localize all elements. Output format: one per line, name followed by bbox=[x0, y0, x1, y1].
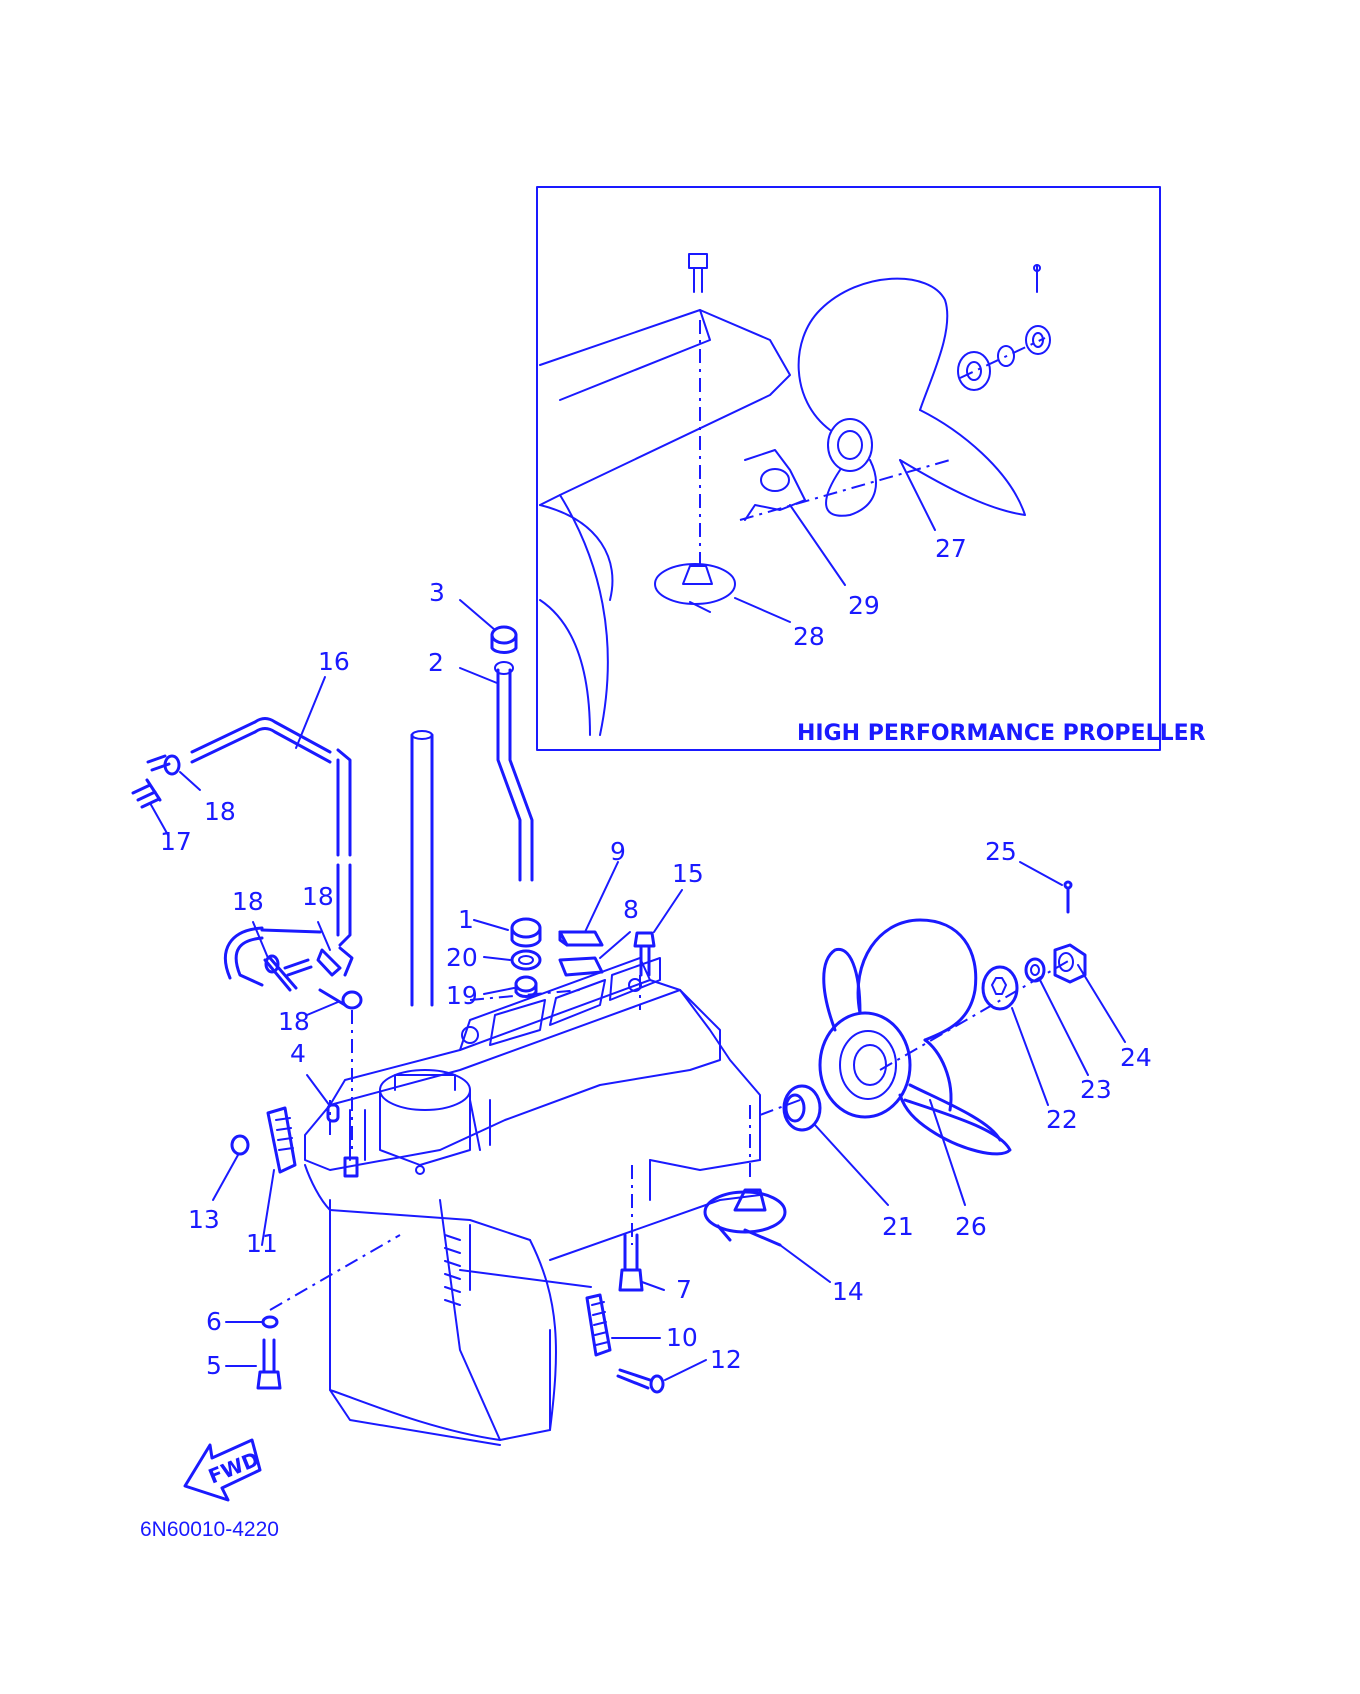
callout-18-upper: 18 bbox=[204, 797, 236, 826]
callout-5: 5 bbox=[206, 1351, 222, 1380]
thrust-washer-21 bbox=[782, 1084, 822, 1132]
callout-4: 4 bbox=[290, 1039, 306, 1068]
seal-9 bbox=[558, 930, 604, 947]
housing-bolt bbox=[343, 1156, 359, 1178]
inset-gearcase-body bbox=[539, 309, 791, 506]
inset-spacer bbox=[957, 351, 991, 391]
inset-propeller-27 bbox=[797, 277, 1026, 517]
diagram-code: 6N60010-4220 bbox=[140, 1518, 279, 1541]
inset-anode-bolt bbox=[688, 253, 708, 293]
screw-12 bbox=[616, 1368, 665, 1394]
leader-lines bbox=[149, 599, 1126, 1381]
callout-25: 25 bbox=[985, 837, 1017, 866]
callout-22: 22 bbox=[1046, 1105, 1078, 1134]
nut-24 bbox=[1053, 943, 1087, 984]
nut-18-upper bbox=[146, 754, 181, 776]
inset-trim-tab-28 bbox=[654, 563, 736, 613]
plug-4 bbox=[326, 1103, 340, 1123]
inset-thrust-washer-29 bbox=[744, 449, 806, 521]
drive-shaft bbox=[410, 730, 434, 1007]
grommet-1 bbox=[510, 917, 542, 948]
water-tube-2 bbox=[494, 661, 534, 882]
spacer-22 bbox=[981, 965, 1019, 1011]
anode-11 bbox=[266, 1106, 297, 1174]
grommet-19 bbox=[514, 975, 538, 998]
lower-unit-assembly: 3 2 16 18 17 18 18 18 1 20 19 9 8 15 4 1… bbox=[131, 578, 1152, 1446]
cotter-pin-25 bbox=[1063, 880, 1073, 914]
fitting-18-d bbox=[318, 988, 363, 1010]
callout-29: 29 bbox=[848, 591, 880, 620]
gearcase-housing bbox=[304, 957, 761, 1446]
callout-26: 26 bbox=[955, 1212, 987, 1241]
callout-23: 23 bbox=[1080, 1075, 1112, 1104]
fitting-17 bbox=[131, 778, 162, 809]
fitting-18-c bbox=[316, 946, 354, 977]
callout-8: 8 bbox=[623, 895, 639, 924]
callout-15: 15 bbox=[672, 859, 704, 888]
nut-13 bbox=[230, 1134, 250, 1156]
grommet-3 bbox=[490, 625, 518, 654]
callout-18-left: 18 bbox=[232, 887, 264, 916]
callout-21: 21 bbox=[882, 1212, 914, 1241]
inset-cotter-pin bbox=[1033, 264, 1041, 293]
callout-18-lower: 18 bbox=[278, 1007, 310, 1036]
inset-caption: HIGH PERFORMANCE PROPELLER bbox=[797, 721, 1206, 746]
callout-14: 14 bbox=[832, 1277, 864, 1306]
inset-frame bbox=[536, 186, 1161, 751]
washer-6 bbox=[261, 1315, 279, 1329]
grommet-20 bbox=[510, 949, 542, 971]
callout-2: 2 bbox=[428, 648, 444, 677]
callout-20: 20 bbox=[446, 943, 478, 972]
bolt-7 bbox=[618, 1233, 644, 1292]
callout-13: 13 bbox=[188, 1205, 220, 1234]
fitting-18-b bbox=[283, 958, 313, 977]
trim-tab-14 bbox=[703, 1188, 787, 1247]
callout-17: 17 bbox=[160, 827, 192, 856]
hose-16 bbox=[190, 717, 352, 947]
callout-6: 6 bbox=[206, 1307, 222, 1336]
callout-18-right: 18 bbox=[302, 882, 334, 911]
bolt-5 bbox=[256, 1338, 282, 1390]
callout-1: 1 bbox=[458, 905, 474, 934]
callout-28: 28 bbox=[793, 622, 825, 651]
callout-19: 19 bbox=[446, 981, 478, 1010]
callout-10: 10 bbox=[666, 1323, 698, 1352]
callout-3: 3 bbox=[429, 578, 445, 607]
inset-washer bbox=[997, 345, 1015, 367]
callout-24: 24 bbox=[1120, 1043, 1152, 1072]
inset-nut bbox=[1025, 325, 1051, 355]
anode-10 bbox=[585, 1293, 612, 1357]
callout-16: 16 bbox=[318, 647, 350, 676]
fitting-18-a bbox=[263, 954, 298, 992]
callout-9: 9 bbox=[610, 837, 626, 866]
callout-12: 12 bbox=[710, 1345, 742, 1374]
callout-7: 7 bbox=[676, 1275, 692, 1304]
fwd-arrow: FWD bbox=[183, 1438, 262, 1502]
inset-high-performance-propeller: 27 29 28 HIGH PERFORMANCE PROPELLER bbox=[536, 186, 1206, 751]
seal-8 bbox=[558, 956, 604, 977]
callout-27: 27 bbox=[935, 534, 967, 563]
hose-loop bbox=[224, 926, 322, 987]
callout-11: 11 bbox=[246, 1229, 278, 1258]
propeller-26 bbox=[818, 918, 1012, 1156]
